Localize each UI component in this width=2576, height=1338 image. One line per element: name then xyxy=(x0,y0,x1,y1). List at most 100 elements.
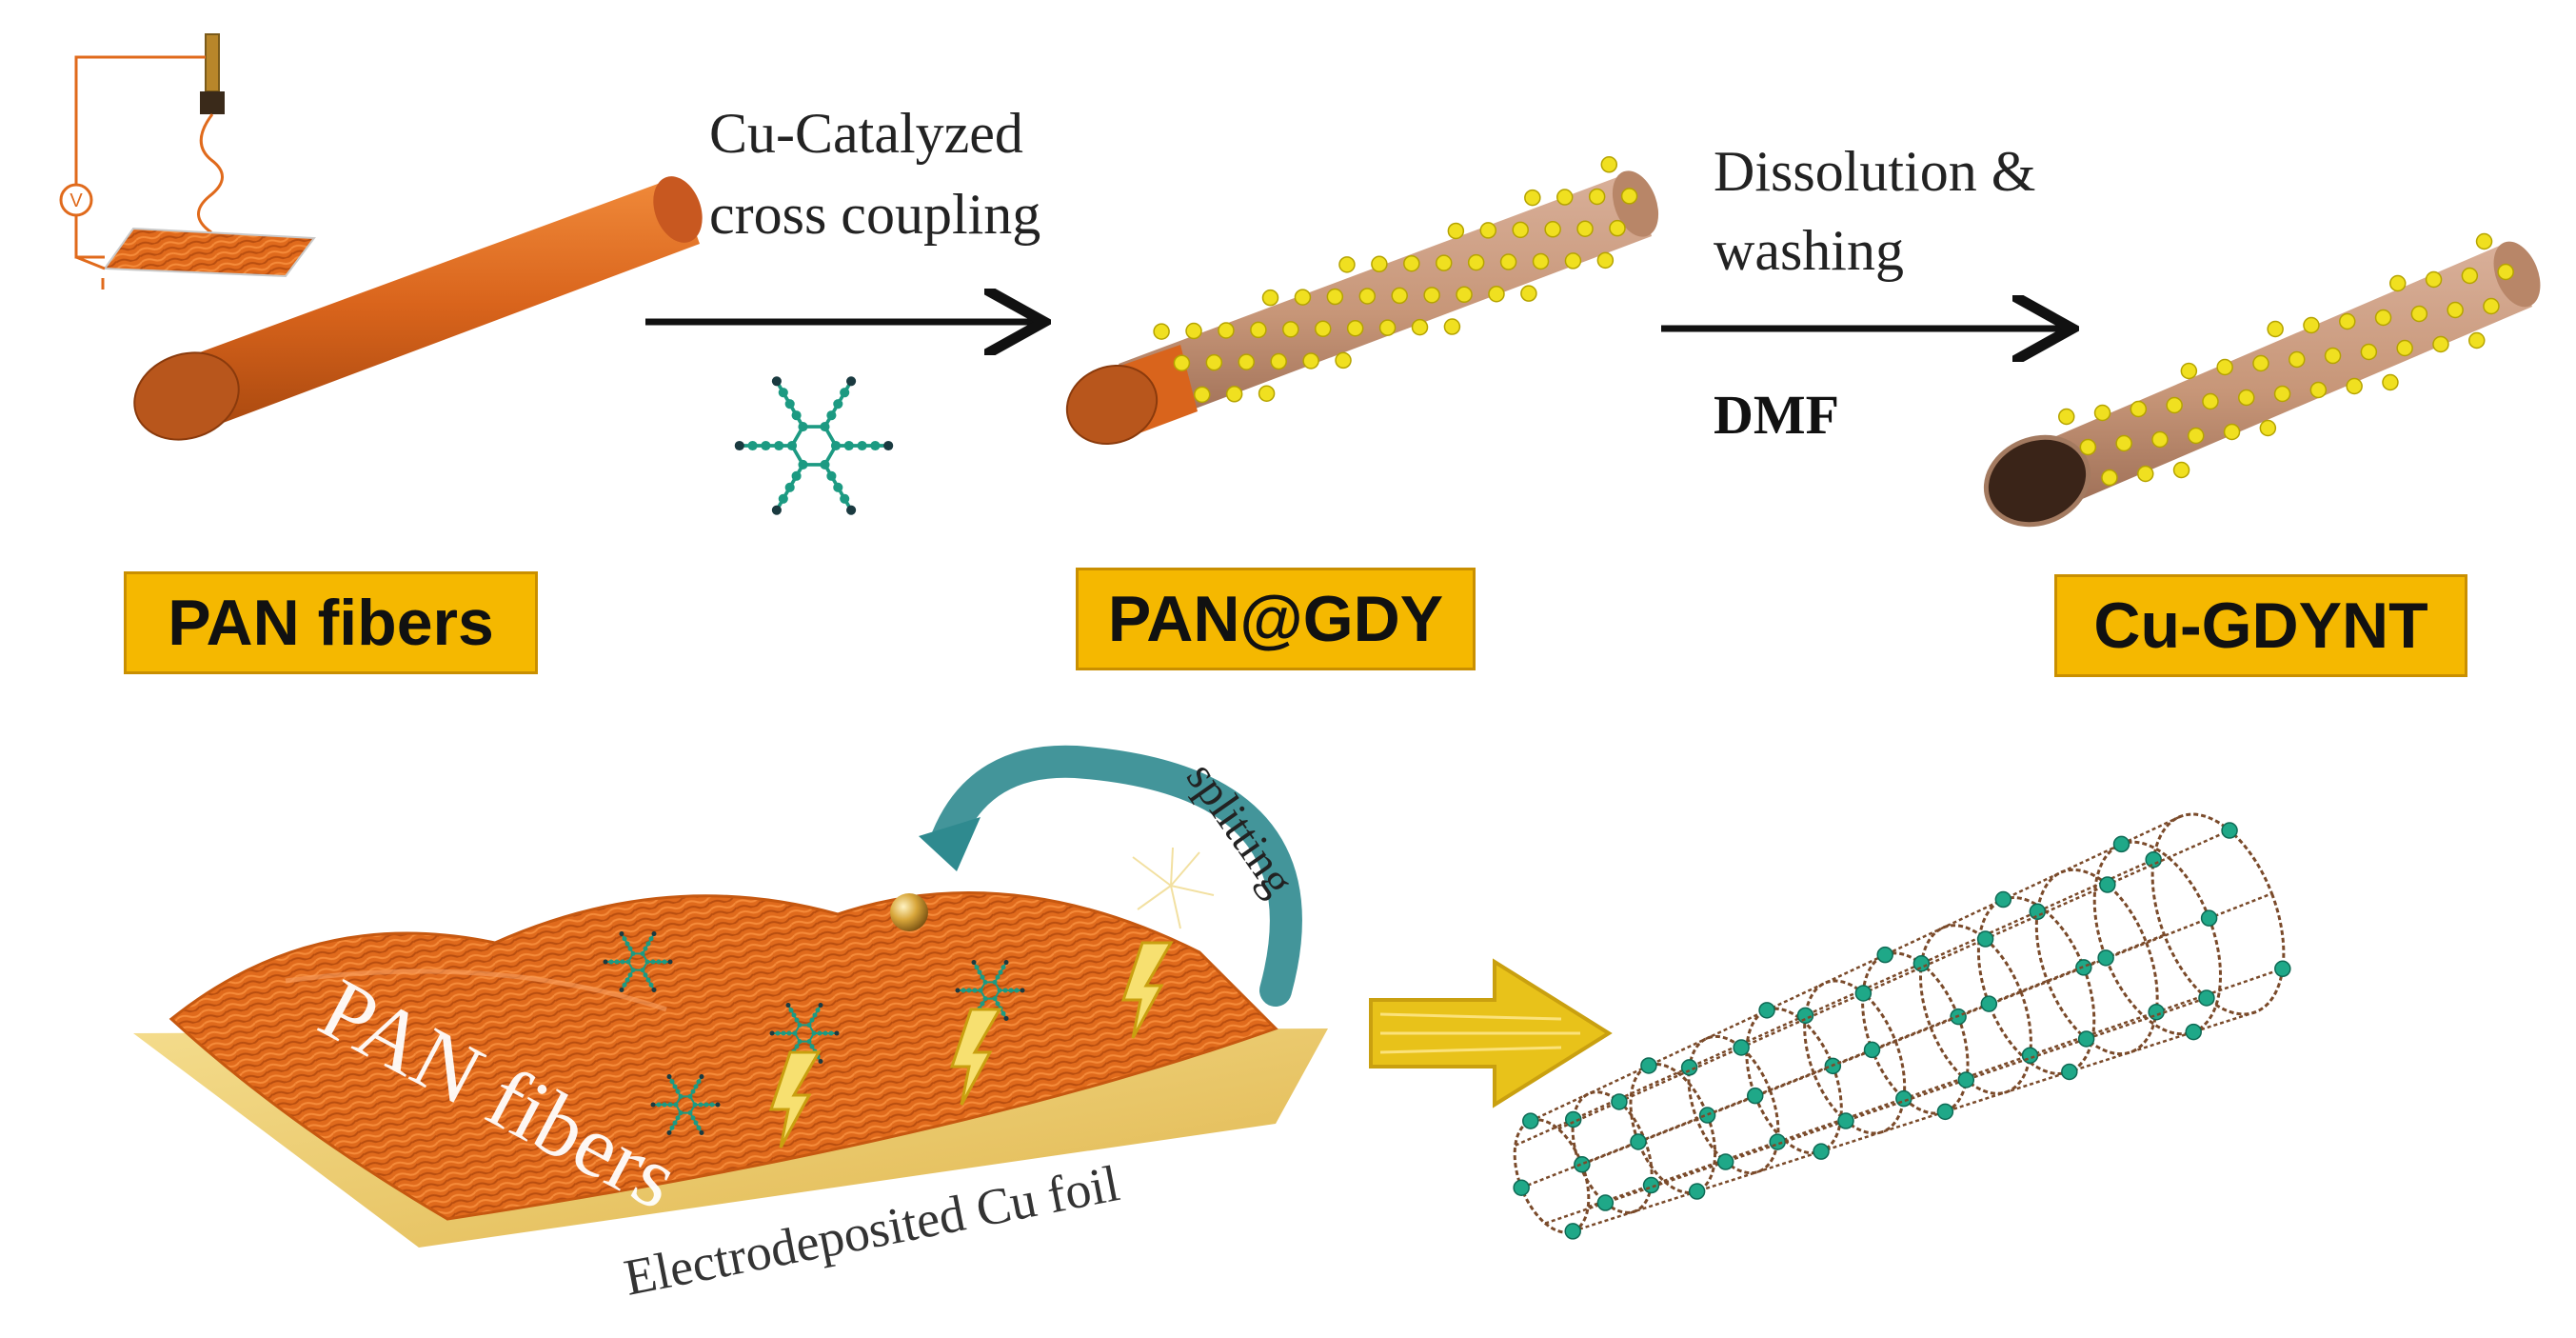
voltage-source-icon: V xyxy=(59,183,93,217)
surface-dot xyxy=(2115,434,2132,452)
mesh-node xyxy=(1733,1039,1750,1056)
mesh-node xyxy=(1769,1133,1786,1150)
mesh-node xyxy=(1746,1087,1764,1105)
mesh-node xyxy=(1758,1002,1775,1019)
surface-dot xyxy=(1225,386,1243,403)
surface-dot xyxy=(1294,289,1312,306)
stage-label-pan-gdy-text: PAN@GDY xyxy=(1107,583,1444,655)
surface-dot xyxy=(2389,274,2407,292)
mat-molecule-0 xyxy=(603,931,673,992)
surface-dot xyxy=(1499,253,1517,270)
surface-dot xyxy=(1346,319,1364,337)
mesh-node xyxy=(1976,930,1994,948)
surface-dot xyxy=(1576,220,1594,237)
surface-dot xyxy=(1185,322,1202,340)
mesh-node xyxy=(1564,1223,1581,1240)
stage-label-pan-fibers-text: PAN fibers xyxy=(168,587,494,659)
surface-dot xyxy=(1479,222,1497,239)
mesh-node xyxy=(2274,960,2291,978)
svg-text:V: V xyxy=(69,190,83,211)
mesh-node xyxy=(1796,1007,1814,1025)
mesh-node xyxy=(1876,946,1893,964)
surface-dot xyxy=(2259,419,2277,437)
surface-dot xyxy=(1512,221,1529,239)
surface-dot xyxy=(1338,256,1356,273)
surface-dot xyxy=(2382,373,2399,391)
step2-text-line2: washing xyxy=(1714,219,1904,282)
splitting-arc-arrow xyxy=(919,745,1302,1007)
stage-label-cu-gdynt-text: Cu-GDYNT xyxy=(2093,589,2428,662)
surface-dot xyxy=(1314,320,1332,338)
surface-dot xyxy=(1467,253,1485,271)
surface-dot xyxy=(2079,438,2097,456)
surface-dot xyxy=(1250,321,1267,339)
mesh-node xyxy=(1936,1103,1954,1121)
surface-dot xyxy=(2180,362,2198,380)
surface-dot xyxy=(2461,267,2479,285)
surface-dot xyxy=(1600,156,1618,173)
mesh-ring xyxy=(1803,979,1907,1135)
surface-dot xyxy=(1544,221,1561,238)
surface-dot xyxy=(2166,396,2183,414)
step2-solvent: DMF xyxy=(1714,384,1839,446)
mesh-node xyxy=(1688,1183,1706,1200)
gold-sphere-icon xyxy=(890,893,928,931)
surface-dot xyxy=(1403,254,1420,272)
surface-dot xyxy=(2432,335,2449,353)
surface-dot xyxy=(1153,323,1170,340)
mesh-node xyxy=(2077,1030,2095,1048)
surface-dot xyxy=(2497,263,2514,281)
stage-label-pan-gdy: PAN@GDY xyxy=(1076,568,1476,670)
surface-dot xyxy=(2151,430,2169,449)
mesh-node xyxy=(1912,955,1931,972)
mesh-node xyxy=(2112,835,2130,853)
mesh-node xyxy=(1716,1153,1734,1170)
stage-label-pan-fibers: PAN fibers xyxy=(124,571,538,674)
surface-dot xyxy=(2130,400,2148,418)
gdy-monomer-molecule-main xyxy=(734,376,894,515)
surface-dot xyxy=(2374,309,2392,327)
surface-dot xyxy=(2425,270,2443,289)
mesh-node xyxy=(2097,949,2114,967)
mesh-node xyxy=(2145,850,2162,869)
surface-dot xyxy=(1488,285,1505,303)
step1-text-line1: Cu-Catalyzed xyxy=(709,102,1023,165)
surface-dot xyxy=(2289,350,2306,369)
gdy-monomer-molecule xyxy=(734,376,894,515)
surface-dot xyxy=(1596,251,1615,270)
lightning-arrow-icon xyxy=(1120,941,1174,1039)
mesh-strand xyxy=(1587,968,2284,1208)
mesh-node xyxy=(1611,1093,1628,1110)
mesh-node xyxy=(2198,989,2215,1007)
surface-dot xyxy=(2267,320,2284,338)
surface-dot xyxy=(2483,297,2500,315)
surface-dot xyxy=(2360,343,2378,361)
surface-dot xyxy=(1556,189,1574,206)
surface-dot xyxy=(1378,319,1397,336)
mesh-node xyxy=(1863,1041,1881,1059)
mesh-node xyxy=(1854,985,1873,1002)
mesh-node xyxy=(2099,876,2116,893)
surface-dot xyxy=(1447,222,1465,240)
surface-dot xyxy=(2188,427,2205,445)
surface-dot xyxy=(1218,322,1235,339)
mesh-node xyxy=(1980,995,1998,1012)
surface-dot xyxy=(1588,188,1606,206)
mesh-node xyxy=(1574,1156,1591,1173)
surface-dot xyxy=(2238,389,2255,407)
surface-dot xyxy=(1238,353,1256,370)
mesh-node xyxy=(1522,1112,1539,1129)
electrospinning-needle-icon xyxy=(197,33,225,234)
surface-dot xyxy=(2058,408,2075,426)
surface-dot xyxy=(1270,352,1287,370)
step1-text-line2: cross coupling xyxy=(709,183,1040,246)
surface-dot xyxy=(2447,301,2464,319)
surface-dot xyxy=(1335,351,1352,369)
mesh-node xyxy=(2021,1047,2039,1064)
surface-dot xyxy=(1532,252,1550,270)
mesh-node xyxy=(1640,1057,1657,1074)
surface-dot xyxy=(1564,252,1582,270)
collector-mat xyxy=(103,227,316,278)
transition-arrow-yellow xyxy=(1369,958,1613,1108)
